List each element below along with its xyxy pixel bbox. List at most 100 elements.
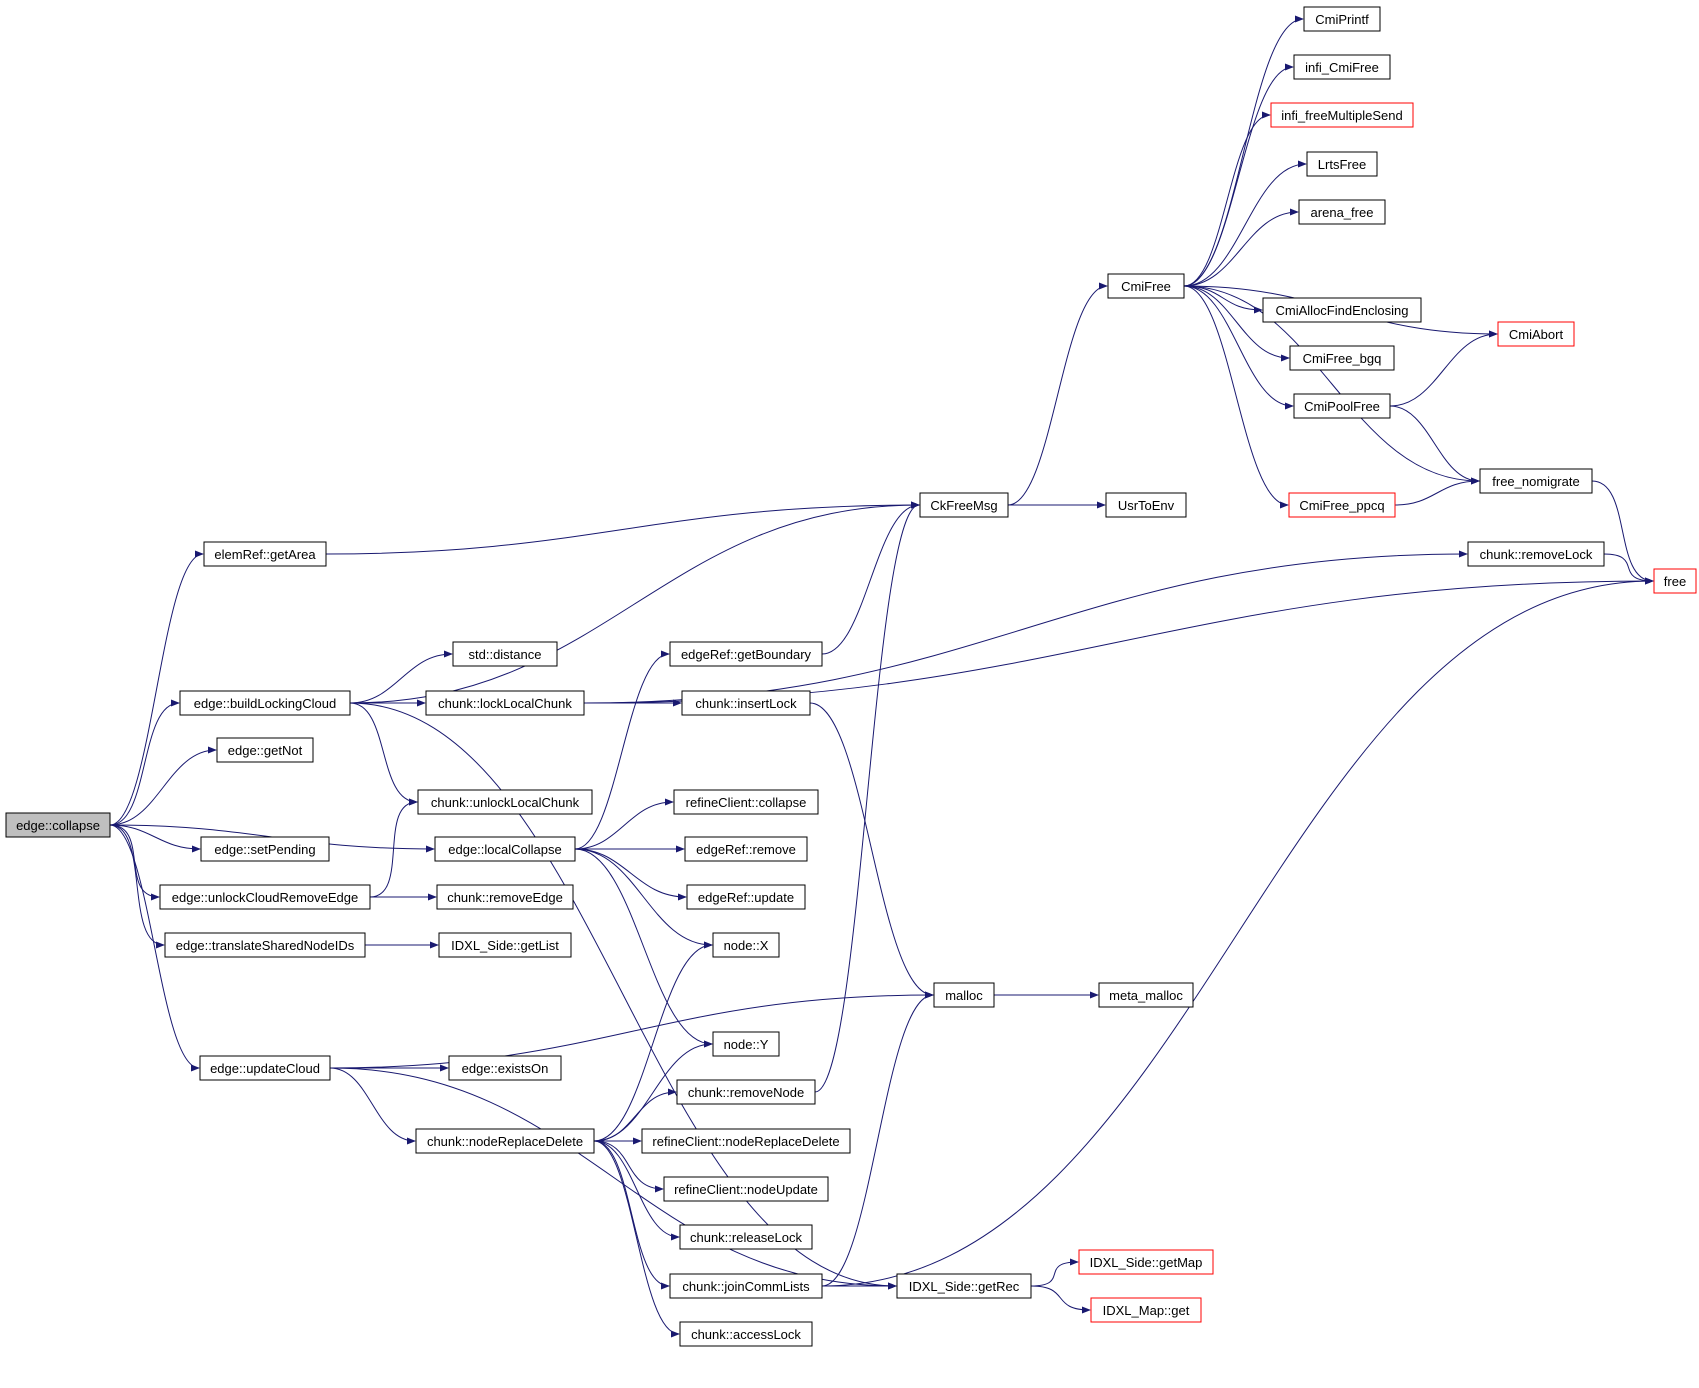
node-box[interactable] <box>434 836 576 862</box>
node-get-boundary[interactable]: edgeRef::getBoundary <box>669 641 823 667</box>
node-box[interactable] <box>686 884 806 910</box>
node-box[interactable] <box>448 1055 562 1081</box>
node-box[interactable] <box>164 932 366 958</box>
node-rc-collapse[interactable]: refineClient::collapse <box>673 789 819 815</box>
node-std-distance[interactable]: std::distance <box>452 641 558 667</box>
node-remove-edge[interactable]: chunk::removeEdge <box>436 884 574 910</box>
node-box[interactable] <box>684 836 808 862</box>
node-build-locking-cloud[interactable]: edge::buildLockingCloud <box>179 690 351 716</box>
node-get-not[interactable]: edge::getNot <box>216 737 314 763</box>
node-box[interactable] <box>415 1128 595 1154</box>
node-node-replace-delete[interactable]: chunk::nodeReplaceDelete <box>415 1128 595 1154</box>
node-insert-lock[interactable]: chunk::insertLock <box>681 690 811 716</box>
node-box[interactable] <box>425 690 585 716</box>
node-box[interactable] <box>216 737 314 763</box>
node-box[interactable] <box>681 690 811 716</box>
node-box[interactable] <box>1303 6 1381 32</box>
node-free[interactable]: free <box>1653 568 1697 594</box>
node-box[interactable] <box>436 884 574 910</box>
node-box[interactable] <box>1293 393 1391 419</box>
node-free-nomigrate[interactable]: free_nomigrate <box>1479 468 1593 494</box>
node-box[interactable] <box>203 541 327 567</box>
node-box[interactable] <box>919 492 1009 518</box>
node-box[interactable] <box>1105 492 1187 518</box>
node-unlock-cloud-remove-edge[interactable]: edge::unlockCloudRemoveEdge <box>159 884 371 910</box>
node-box[interactable] <box>1497 321 1575 347</box>
node-box[interactable] <box>179 690 351 716</box>
node-remove-node[interactable]: chunk::removeNode <box>676 1079 816 1105</box>
node-box[interactable] <box>1467 541 1605 567</box>
node-access-lock[interactable]: chunk::accessLock <box>679 1321 813 1347</box>
node-get-list[interactable]: IDXL_Side::getList <box>438 932 572 958</box>
node-box[interactable] <box>438 932 572 958</box>
node-infi-cmi-free[interactable]: infi_CmiFree <box>1293 54 1391 80</box>
node-box[interactable] <box>200 836 330 862</box>
node-box[interactable] <box>1262 297 1422 323</box>
node-meta-malloc[interactable]: meta_malloc <box>1098 982 1194 1008</box>
node-cmi-free-ppcq[interactable]: CmiFree_ppcq <box>1288 492 1396 518</box>
node-box[interactable] <box>896 1273 1032 1299</box>
node-get-map[interactable]: IDXL_Side::getMap <box>1078 1249 1214 1275</box>
node-box[interactable] <box>676 1079 816 1105</box>
node-box[interactable] <box>1289 345 1395 371</box>
node-box[interactable] <box>5 812 111 838</box>
node-get-rec[interactable]: IDXL_Side::getRec <box>896 1273 1032 1299</box>
node-exists-on[interactable]: edge::existsOn <box>448 1055 562 1081</box>
node-lrts-free[interactable]: LrtsFree <box>1306 151 1378 177</box>
node-infi-free-multiple-send[interactable]: infi_freeMultipleSend <box>1270 102 1414 128</box>
node-rc-node-replace-delete[interactable]: refineClient::nodeReplaceDelete <box>641 1128 851 1154</box>
node-box[interactable] <box>679 1321 813 1347</box>
node-collapse[interactable]: edge::collapse <box>5 812 111 838</box>
node-remove-lock[interactable]: chunk::removeLock <box>1467 541 1605 567</box>
node-cmi-printf[interactable]: CmiPrintf <box>1303 6 1381 32</box>
node-box[interactable] <box>1306 151 1378 177</box>
node-join-comm-lists[interactable]: chunk::joinCommLists <box>669 1273 823 1299</box>
node-er-remove[interactable]: edgeRef::remove <box>684 836 808 862</box>
node-cmi-pool-free[interactable]: CmiPoolFree <box>1293 393 1391 419</box>
node-box[interactable] <box>1107 273 1185 299</box>
node-release-lock[interactable]: chunk::releaseLock <box>679 1224 813 1250</box>
node-box[interactable] <box>712 932 780 958</box>
node-local-collapse[interactable]: edge::localCollapse <box>434 836 576 862</box>
node-box[interactable] <box>159 884 371 910</box>
node-malloc[interactable]: malloc <box>933 982 995 1008</box>
node-set-pending[interactable]: edge::setPending <box>200 836 330 862</box>
node-ck-free-msg[interactable]: CkFreeMsg <box>919 492 1009 518</box>
node-box[interactable] <box>1270 102 1414 128</box>
node-box[interactable] <box>417 789 593 815</box>
node-node-x[interactable]: node::X <box>712 932 780 958</box>
node-cmi-alloc-find-enclosing[interactable]: CmiAllocFindEnclosing <box>1262 297 1422 323</box>
node-box[interactable] <box>1479 468 1593 494</box>
node-box[interactable] <box>1288 492 1396 518</box>
node-map-get[interactable]: IDXL_Map::get <box>1090 1297 1202 1323</box>
node-box[interactable] <box>933 982 995 1008</box>
node-box[interactable] <box>1293 54 1391 80</box>
node-box[interactable] <box>669 1273 823 1299</box>
node-box[interactable] <box>669 641 823 667</box>
node-box[interactable] <box>1653 568 1697 594</box>
node-arena-free[interactable]: arena_free <box>1298 199 1386 225</box>
node-box[interactable] <box>1090 1297 1202 1323</box>
node-cmi-free-bgq[interactable]: CmiFree_bgq <box>1289 345 1395 371</box>
node-box[interactable] <box>641 1128 851 1154</box>
node-cmi-abort[interactable]: CmiAbort <box>1497 321 1575 347</box>
node-box[interactable] <box>1078 1249 1214 1275</box>
node-box[interactable] <box>452 641 558 667</box>
node-translate-shared-node-ids[interactable]: edge::translateSharedNodeIDs <box>164 932 366 958</box>
node-cmi-free[interactable]: CmiFree <box>1107 273 1185 299</box>
node-box[interactable] <box>1098 982 1194 1008</box>
node-lock-local-chunk[interactable]: chunk::lockLocalChunk <box>425 690 585 716</box>
node-box[interactable] <box>199 1055 331 1081</box>
node-unlock-local-chunk[interactable]: chunk::unlockLocalChunk <box>417 789 593 815</box>
node-box[interactable] <box>712 1031 780 1057</box>
node-get-area[interactable]: elemRef::getArea <box>203 541 327 567</box>
node-update-cloud[interactable]: edge::updateCloud <box>199 1055 331 1081</box>
node-node-y[interactable]: node::Y <box>712 1031 780 1057</box>
node-box[interactable] <box>673 789 819 815</box>
node-er-update[interactable]: edgeRef::update <box>686 884 806 910</box>
node-usr-to-env[interactable]: UsrToEnv <box>1105 492 1187 518</box>
node-box[interactable] <box>1298 199 1386 225</box>
node-rc-node-update[interactable]: refineClient::nodeUpdate <box>663 1176 829 1202</box>
node-box[interactable] <box>679 1224 813 1250</box>
node-box[interactable] <box>663 1176 829 1202</box>
